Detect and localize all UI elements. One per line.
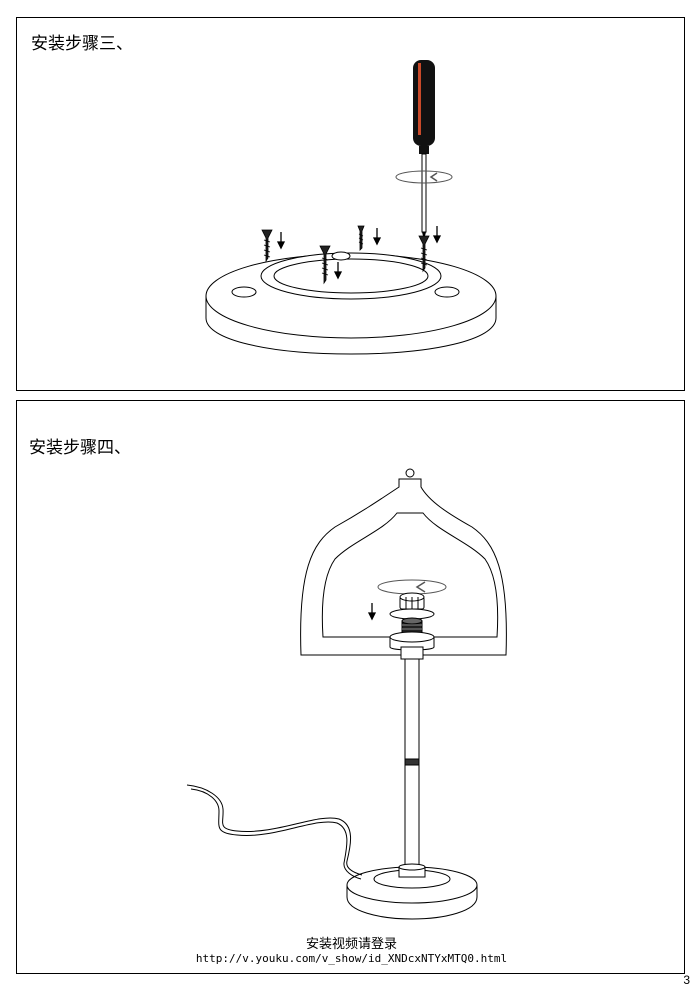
screw-icon [418, 235, 430, 273]
lamp-shade [300, 478, 507, 656]
threaded-rod [389, 617, 435, 660]
lamp-base [346, 863, 478, 920]
base-boss [331, 251, 351, 261]
screw-icon [261, 229, 273, 263]
down-arrow-icon [276, 232, 286, 250]
base-boss [434, 286, 460, 298]
screw-icon [319, 245, 331, 285]
lamp-assembly-illustration [186, 468, 507, 920]
video-instruction-label: 安装视频请登录 [305, 937, 397, 952]
step-four-title: 安装步骤四、 [29, 438, 131, 458]
screwdriver-icon [413, 60, 435, 240]
down-arrow-icon [367, 603, 377, 621]
rotate-arrow-icon [395, 170, 453, 184]
base-boss [231, 286, 257, 298]
base-screw-illustration [205, 60, 497, 355]
step-three-title: 安装步骤三、 [31, 34, 133, 54]
lamp-stem [404, 658, 420, 870]
power-cord [186, 784, 363, 876]
page-number: 3 [683, 973, 690, 987]
screw-icon [357, 225, 365, 251]
down-arrow-icon [432, 226, 442, 244]
down-arrow-icon [372, 228, 382, 246]
video-url-link[interactable]: http://v.youku.com/v_show/id_XNDcxNTYxMT… [195, 952, 508, 965]
step-four-panel: 安装步骤四、 [16, 400, 685, 974]
down-arrow-icon [333, 262, 343, 280]
step-three-panel: 安装步骤三、 [16, 17, 685, 391]
